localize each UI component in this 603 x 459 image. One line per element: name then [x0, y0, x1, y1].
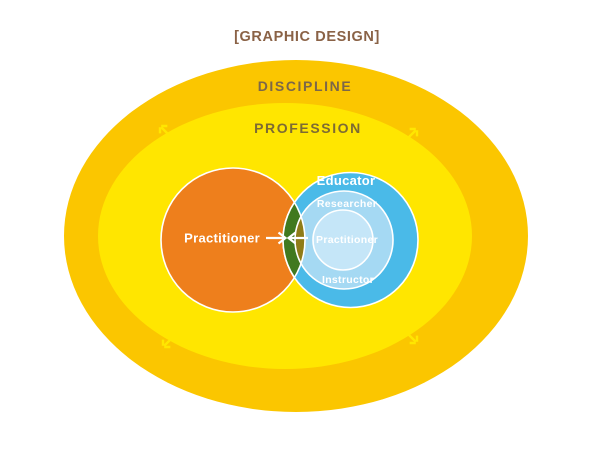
- page-title: [GRAPHIC DESIGN]: [234, 29, 380, 45]
- instructor-label: Instructor: [322, 274, 374, 286]
- converging-arrows-icon: [266, 231, 308, 245]
- educator-practitioner-circle: [312, 209, 374, 271]
- profession-label: PROFESSION: [254, 120, 362, 136]
- overlap-white-arc: [283, 172, 306, 308]
- educator-practitioner-label: Practitioner: [316, 234, 378, 246]
- researcher-label: Researcher: [317, 198, 377, 210]
- practitioner-researcher-overlap: [294, 190, 305, 290]
- discipline-label: DISCIPLINE: [258, 78, 353, 94]
- practitioner-label: Practitioner: [184, 231, 260, 246]
- educator-label: Educator: [317, 173, 376, 188]
